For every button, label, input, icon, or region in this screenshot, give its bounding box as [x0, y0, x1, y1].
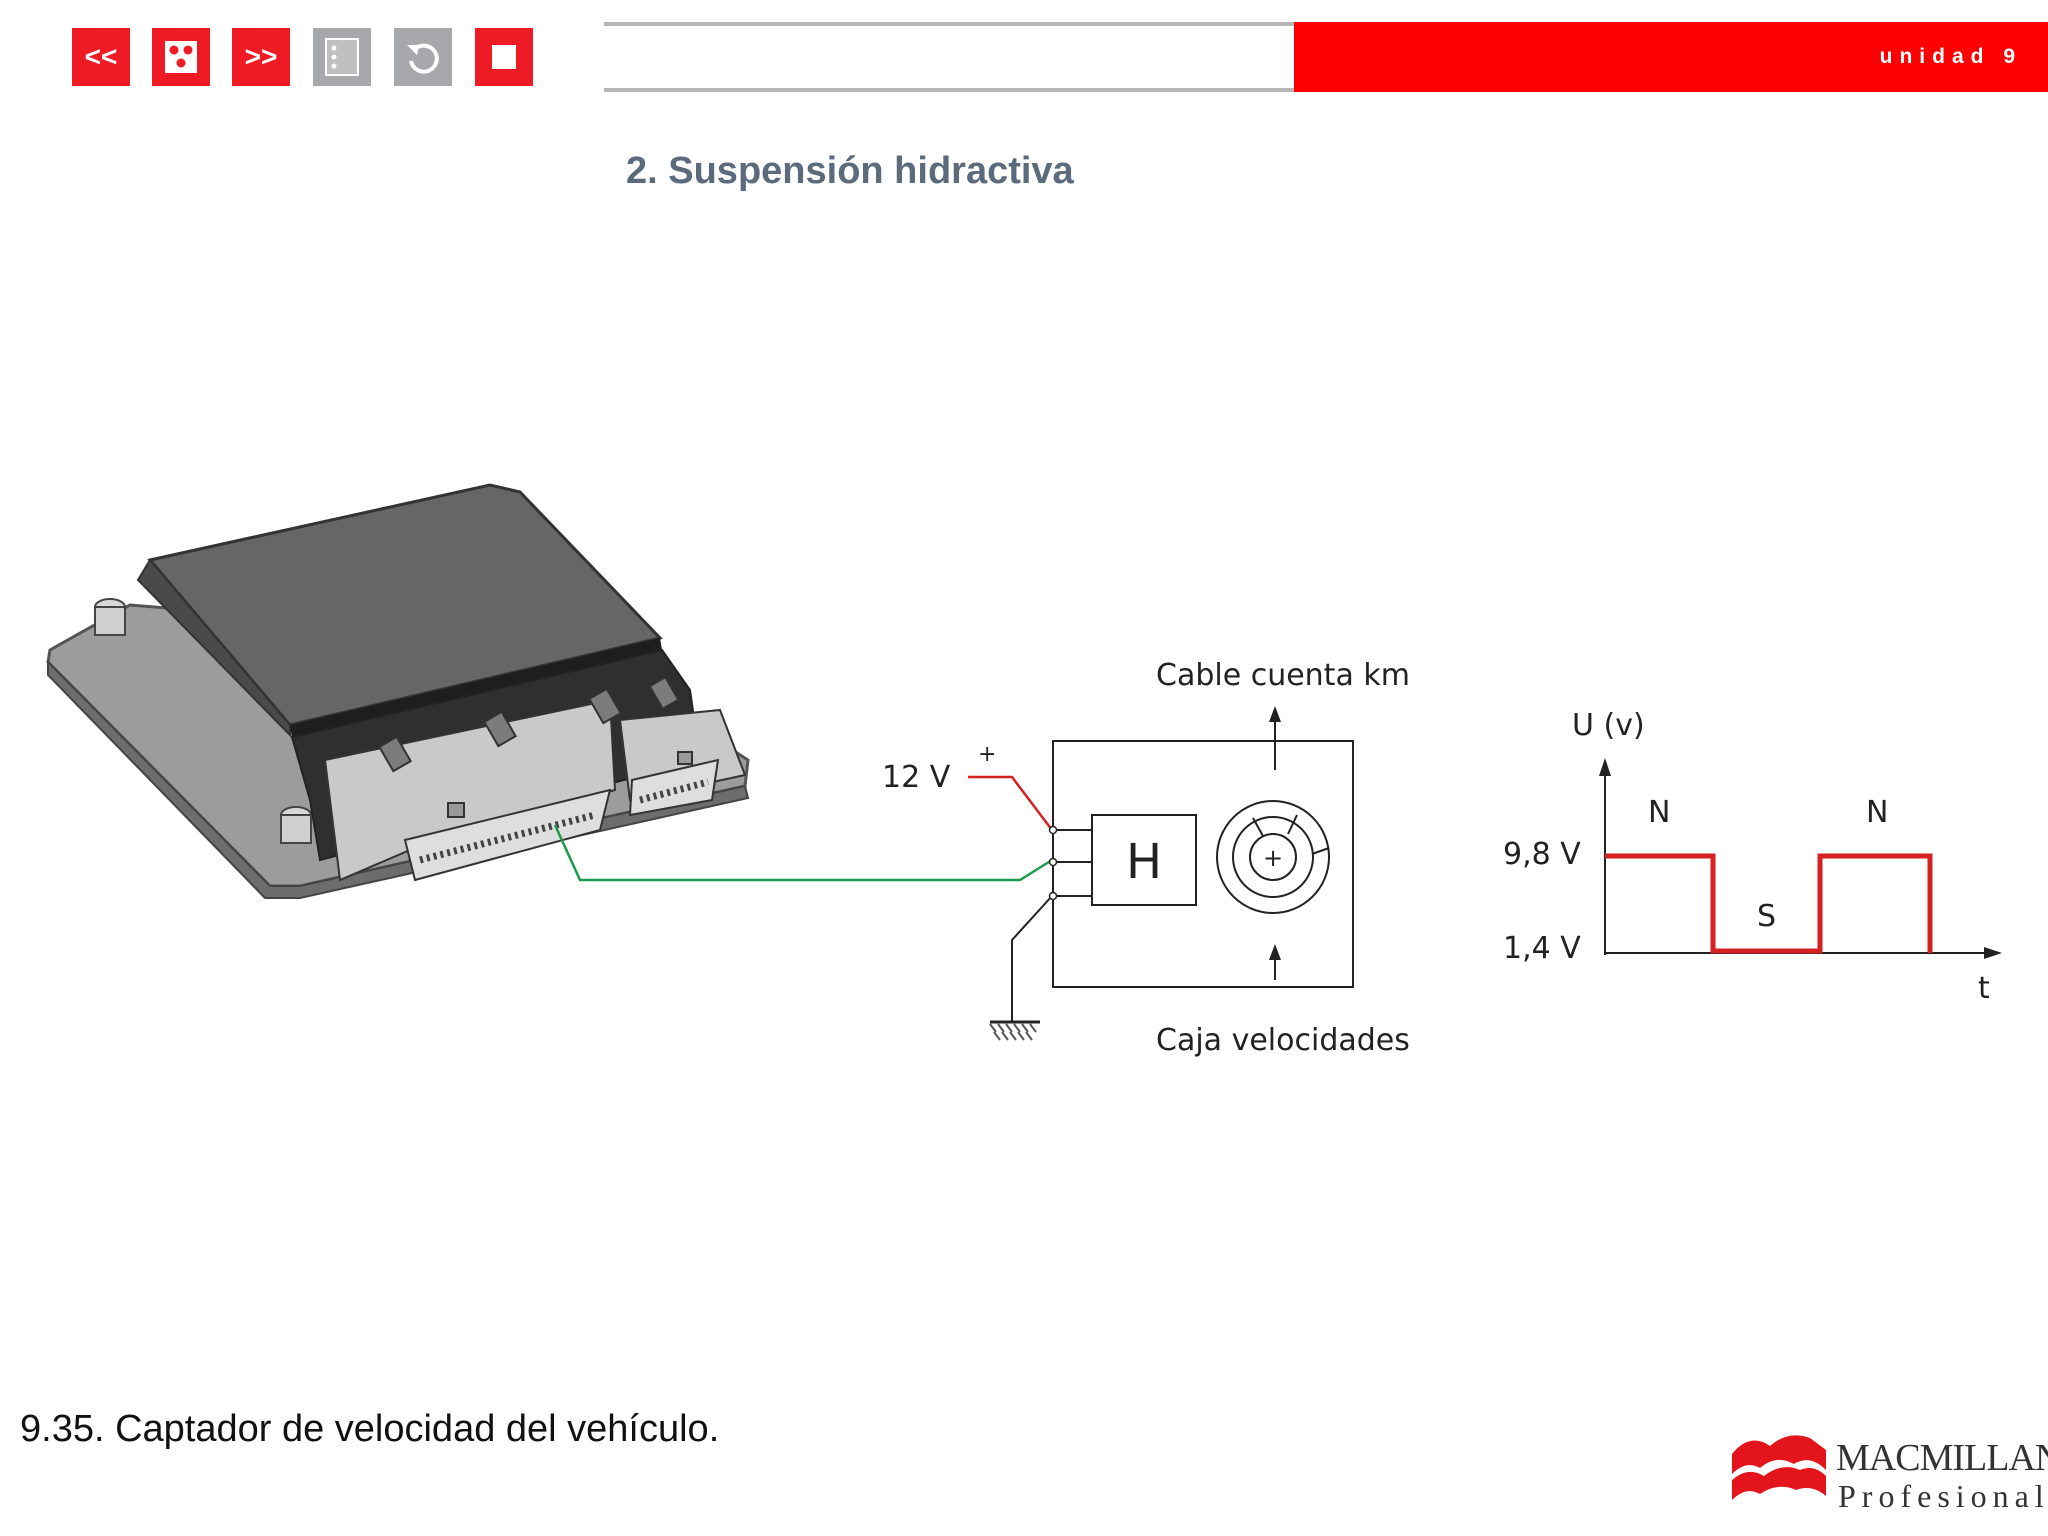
- ecu-unit-illustration: [46, 483, 750, 899]
- supply-wire: [968, 775, 1053, 831]
- y-axis-label: U (v): [1572, 708, 1645, 743]
- sensor-box: [1052, 740, 1354, 988]
- stop-button[interactable]: [475, 28, 533, 86]
- outline-icon: [325, 38, 359, 76]
- menu-button[interactable]: [152, 28, 210, 86]
- undo-icon: [407, 43, 439, 74]
- speedometer-cable-label: Cable cuenta km: [1156, 658, 1410, 693]
- up-arrow-icon: [1269, 706, 1281, 722]
- signal-waveform: [1605, 853, 1933, 954]
- back-button[interactable]: [394, 28, 452, 86]
- x-axis-label: t: [1978, 971, 1990, 1006]
- unit-label: unidad 9: [1879, 45, 2022, 68]
- state-label-n1: N: [1648, 795, 1670, 830]
- header-divider-top: [604, 22, 1294, 26]
- signal-graph: [1599, 758, 2002, 959]
- figure-caption: 9.35. Captador de velocidad del vehículo…: [20, 1408, 720, 1450]
- rotor-center-mark: +: [1263, 844, 1283, 872]
- high-level-label: 9,8 V: [1503, 837, 1581, 872]
- next-button[interactable]: >>: [232, 28, 290, 86]
- header-divider-bottom: [604, 88, 1294, 92]
- index-button[interactable]: [313, 28, 371, 86]
- hall-element: [1091, 814, 1197, 906]
- state-label-s: S: [1757, 899, 1776, 934]
- unit-banner: [1294, 22, 2048, 92]
- gearbox-label: Caja velocidades: [1156, 1023, 1410, 1058]
- dice-icon: [165, 41, 197, 73]
- stop-icon: [492, 45, 516, 69]
- ground-wire: [1011, 895, 1053, 1022]
- ground-symbol: [989, 1020, 1040, 1041]
- up-arrow-icon: [1269, 944, 1281, 960]
- previous-button[interactable]: <<: [72, 28, 130, 86]
- state-label-n2: N: [1866, 795, 1888, 830]
- signal-wire: [553, 824, 1053, 882]
- y-axis-arrow-icon: [1599, 758, 1611, 776]
- plus-sign: +: [978, 742, 996, 767]
- rotor-wheel: [1216, 800, 1330, 914]
- section-title: 2. Suspensión hidractiva: [626, 150, 1074, 192]
- hall-element-letter: H: [1126, 834, 1162, 890]
- logo-subtitle: Profesional: [1838, 1478, 2048, 1514]
- low-level-label: 1,4 V: [1503, 931, 1581, 966]
- supply-voltage-label: 12 V: [882, 760, 951, 795]
- logo-wordmark: MACMILLAN: [1836, 1437, 2048, 1479]
- macmillan-logo-icon: [1732, 1435, 1826, 1500]
- x-axis-arrow-icon: [1984, 947, 2002, 959]
